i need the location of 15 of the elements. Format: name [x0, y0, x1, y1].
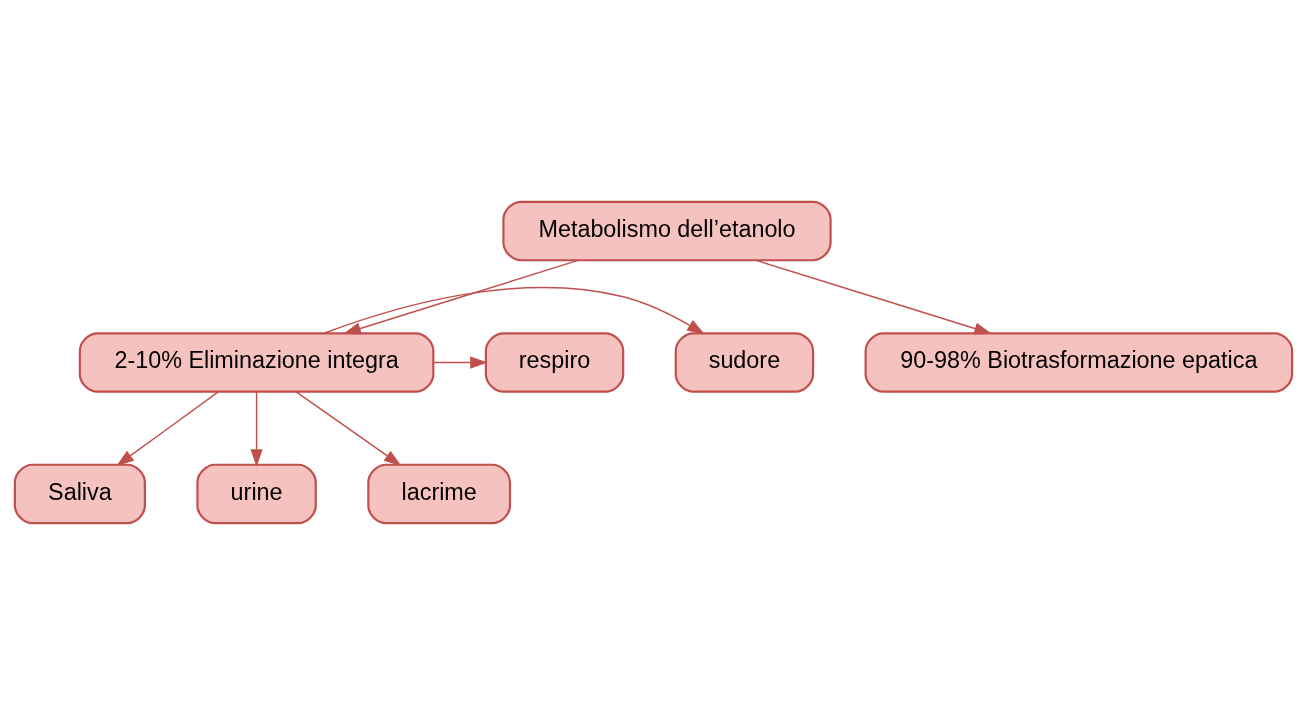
node-box: Metabolismo dell’etanolo [502, 200, 832, 261]
arrow [116, 390, 219, 466]
node-box: 2-10% Eliminazione integra [78, 331, 435, 393]
arrow [755, 259, 992, 334]
node-box: sudore [674, 331, 815, 393]
arrow [324, 286, 705, 334]
node-box: 90-98% Biotrasformazione epatica [864, 331, 1294, 393]
node-box: Saliva [13, 463, 146, 524]
node-box: urine [196, 463, 317, 524]
arrow [432, 355, 488, 369]
node-box: lacrime [367, 463, 512, 524]
arrow [250, 390, 263, 467]
arrow [343, 259, 579, 334]
arrow [295, 390, 402, 466]
node-box: respiro [484, 331, 625, 393]
